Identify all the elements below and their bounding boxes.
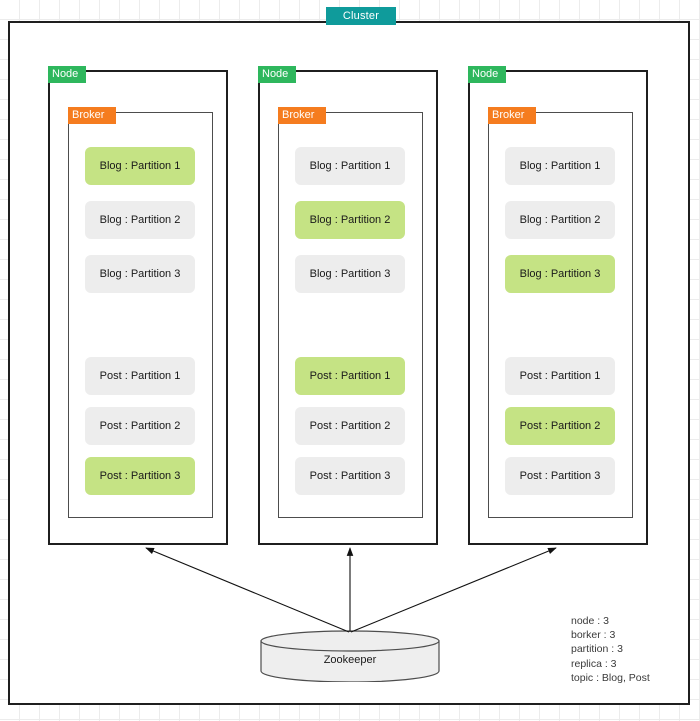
node-label-2: Node bbox=[258, 66, 296, 83]
legend-line-replica: replica : 3 bbox=[571, 657, 617, 670]
partition-chip[interactable]: Post : Partition 3 bbox=[85, 457, 195, 495]
partition-chip[interactable]: Post : Partition 3 bbox=[295, 457, 405, 495]
partition-chip[interactable]: Blog : Partition 2 bbox=[295, 201, 405, 239]
zookeeper-label: Zookeeper bbox=[323, 654, 377, 666]
partition-chip[interactable]: Blog : Partition 1 bbox=[295, 147, 405, 185]
partition-chip[interactable]: Blog : Partition 3 bbox=[505, 255, 615, 293]
legend: node : 3 borker : 3 partition : 3 replic… bbox=[571, 614, 650, 685]
legend-line-topic: topic : Blog, Post bbox=[571, 671, 650, 684]
partition-chip[interactable]: Blog : Partition 3 bbox=[85, 255, 195, 293]
partition-chip[interactable]: Post : Partition 1 bbox=[505, 357, 615, 395]
partition-chip[interactable]: Blog : Partition 2 bbox=[85, 201, 195, 239]
legend-line-node: node : 3 bbox=[571, 615, 609, 627]
partition-chip[interactable]: Blog : Partition 1 bbox=[85, 147, 195, 185]
broker-label-2: Broker bbox=[278, 107, 326, 124]
broker-label-1: Broker bbox=[68, 107, 116, 124]
partition-chip[interactable]: Post : Partition 2 bbox=[295, 407, 405, 445]
partition-chip[interactable]: Post : Partition 2 bbox=[505, 407, 615, 445]
partition-chip[interactable]: Post : Partition 3 bbox=[505, 457, 615, 495]
partition-chip[interactable]: Blog : Partition 1 bbox=[505, 147, 615, 185]
partition-chip[interactable]: Post : Partition 2 bbox=[85, 407, 195, 445]
broker-label-3: Broker bbox=[488, 107, 536, 124]
partition-chip[interactable]: Blog : Partition 3 bbox=[295, 255, 405, 293]
cylinder-shape bbox=[260, 630, 440, 682]
partition-chip[interactable]: Post : Partition 1 bbox=[85, 357, 195, 395]
cluster-label: Cluster bbox=[326, 7, 396, 25]
legend-line-broker: borker : 3 bbox=[571, 629, 616, 642]
node-label-1: Node bbox=[48, 66, 86, 83]
zookeeper-node[interactable]: Zookeeper bbox=[260, 630, 440, 682]
partition-chip[interactable]: Post : Partition 1 bbox=[295, 357, 405, 395]
node-label-3: Node bbox=[468, 66, 506, 83]
partition-chip[interactable]: Blog : Partition 2 bbox=[505, 201, 615, 239]
legend-line-partition: partition : 3 bbox=[571, 643, 623, 656]
